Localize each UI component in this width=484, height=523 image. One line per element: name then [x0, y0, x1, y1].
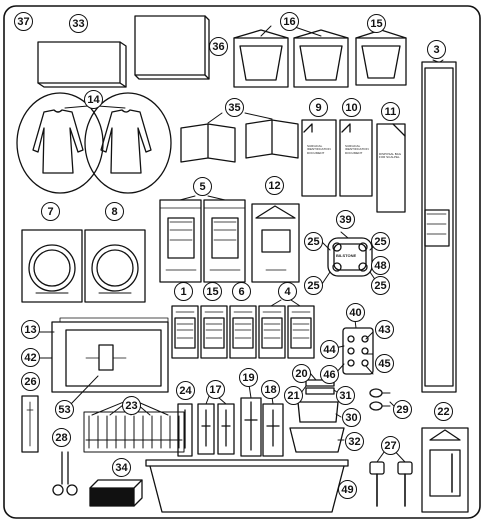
cap-stack-31 — [305, 379, 335, 395]
callout-39: 39 — [336, 210, 355, 229]
roll-39-label: BILSTONE — [336, 253, 357, 258]
callout-12: 12 — [265, 176, 284, 195]
callout-4: 4 — [278, 282, 297, 301]
callout-43: 43 — [375, 320, 394, 339]
callout-37: 37 — [14, 12, 33, 31]
callout-25d: 25 — [371, 276, 390, 295]
syringe-17a — [197, 403, 215, 455]
bag-16b — [293, 29, 349, 88]
callout-48: 48 — [371, 256, 390, 275]
callout-20: 20 — [292, 364, 311, 383]
cup-30 — [297, 401, 339, 423]
callout-49: 49 — [338, 480, 357, 499]
cable-coil-7 — [21, 229, 83, 303]
callout-53: 53 — [55, 400, 74, 419]
callout-16: 16 — [280, 12, 299, 31]
callout-36: 36 — [209, 37, 228, 56]
callout-17: 17 — [206, 380, 225, 399]
bag-15 — [355, 29, 407, 86]
gown-14b — [84, 92, 172, 194]
bowl-32 — [289, 427, 345, 453]
package-10 — [339, 119, 373, 197]
syringe-18 — [262, 403, 284, 457]
button-tray-40 — [342, 327, 374, 375]
towel-stack-33 — [37, 41, 127, 88]
hook-29 — [369, 388, 391, 411]
callout-27: 27 — [381, 436, 400, 455]
callout-26: 26 — [21, 372, 40, 391]
flat-package-13 — [51, 317, 169, 393]
package-11 — [376, 123, 406, 213]
callout-2: 15 — [203, 282, 222, 301]
callout-35: 35 — [225, 98, 244, 117]
callout-1: 1 — [174, 282, 193, 301]
pouch-4a — [258, 305, 286, 359]
callout-6: 6 — [232, 282, 251, 301]
instrument-27b — [397, 461, 413, 507]
callout-7: 7 — [41, 202, 60, 221]
basin-49 — [145, 459, 349, 513]
callout-22: 22 — [434, 402, 453, 421]
callout-32: 32 — [345, 432, 364, 451]
package-9-label: SURGICAL IDENTIFICATION DOCUMENT — [307, 144, 331, 155]
booklet-35a — [180, 123, 236, 163]
callout-19: 19 — [239, 368, 258, 387]
bag-16a — [233, 29, 289, 88]
callout-21: 21 — [284, 386, 303, 405]
callout-34: 34 — [112, 458, 131, 477]
callout-10: 10 — [342, 98, 361, 117]
package-10-label: SURGICAL IDENTIFICATION DOCUMENT — [345, 144, 369, 155]
callout-44: 44 — [320, 340, 339, 359]
callout-9: 9 — [309, 98, 328, 117]
pouch-2 — [200, 305, 228, 359]
callout-25a: 25 — [304, 232, 323, 251]
pouch-6 — [229, 305, 257, 359]
long-package-3 — [421, 61, 457, 393]
callout-28: 28 — [52, 428, 71, 447]
scissors-28 — [52, 451, 78, 496]
pouch-5a — [159, 199, 202, 283]
package-9 — [301, 119, 337, 197]
vial-row-23 — [83, 411, 185, 453]
package-11-label: DISPOSAL BAG FOR SCALPEL — [379, 152, 402, 160]
callout-5: 5 — [193, 177, 212, 196]
callout-46: 46 — [320, 365, 339, 384]
syringe-17b — [217, 403, 235, 455]
callout-33: 33 — [69, 14, 88, 33]
folded-sheet-36 — [134, 15, 210, 80]
callout-14: 14 — [84, 90, 103, 109]
syringe-24 — [177, 403, 193, 457]
callout-3: 3 — [427, 40, 446, 59]
syringe-19 — [240, 397, 262, 457]
tray-outline — [3, 5, 481, 519]
pouch-22 — [421, 427, 469, 513]
pouch-4b — [287, 305, 315, 359]
pouch-12 — [251, 203, 300, 283]
callout-23: 23 — [122, 396, 141, 415]
roll-39 — [327, 237, 373, 277]
scalpel-package-26 — [21, 395, 39, 453]
callout-15: 15 — [367, 14, 386, 33]
instrument-27a — [369, 461, 385, 507]
callout-8: 8 — [105, 202, 124, 221]
callout-24: 24 — [176, 381, 195, 400]
callout-42: 42 — [21, 348, 40, 367]
sponge-block-34 — [89, 479, 143, 507]
callout-45: 45 — [375, 354, 394, 373]
callout-30: 30 — [342, 408, 361, 427]
callout-25b: 25 — [371, 232, 390, 251]
cable-coil-8 — [84, 229, 146, 303]
callout-25c: 25 — [304, 276, 323, 295]
callout-29: 29 — [393, 400, 412, 419]
pouch-1 — [171, 305, 199, 359]
callout-31: 31 — [336, 386, 355, 405]
callout-18: 18 — [261, 380, 280, 399]
callout-40: 40 — [346, 303, 365, 322]
callout-13: 13 — [21, 320, 40, 339]
pouch-5b — [203, 199, 246, 283]
callout-11: 11 — [381, 102, 400, 121]
booklet-35b — [245, 119, 299, 159]
